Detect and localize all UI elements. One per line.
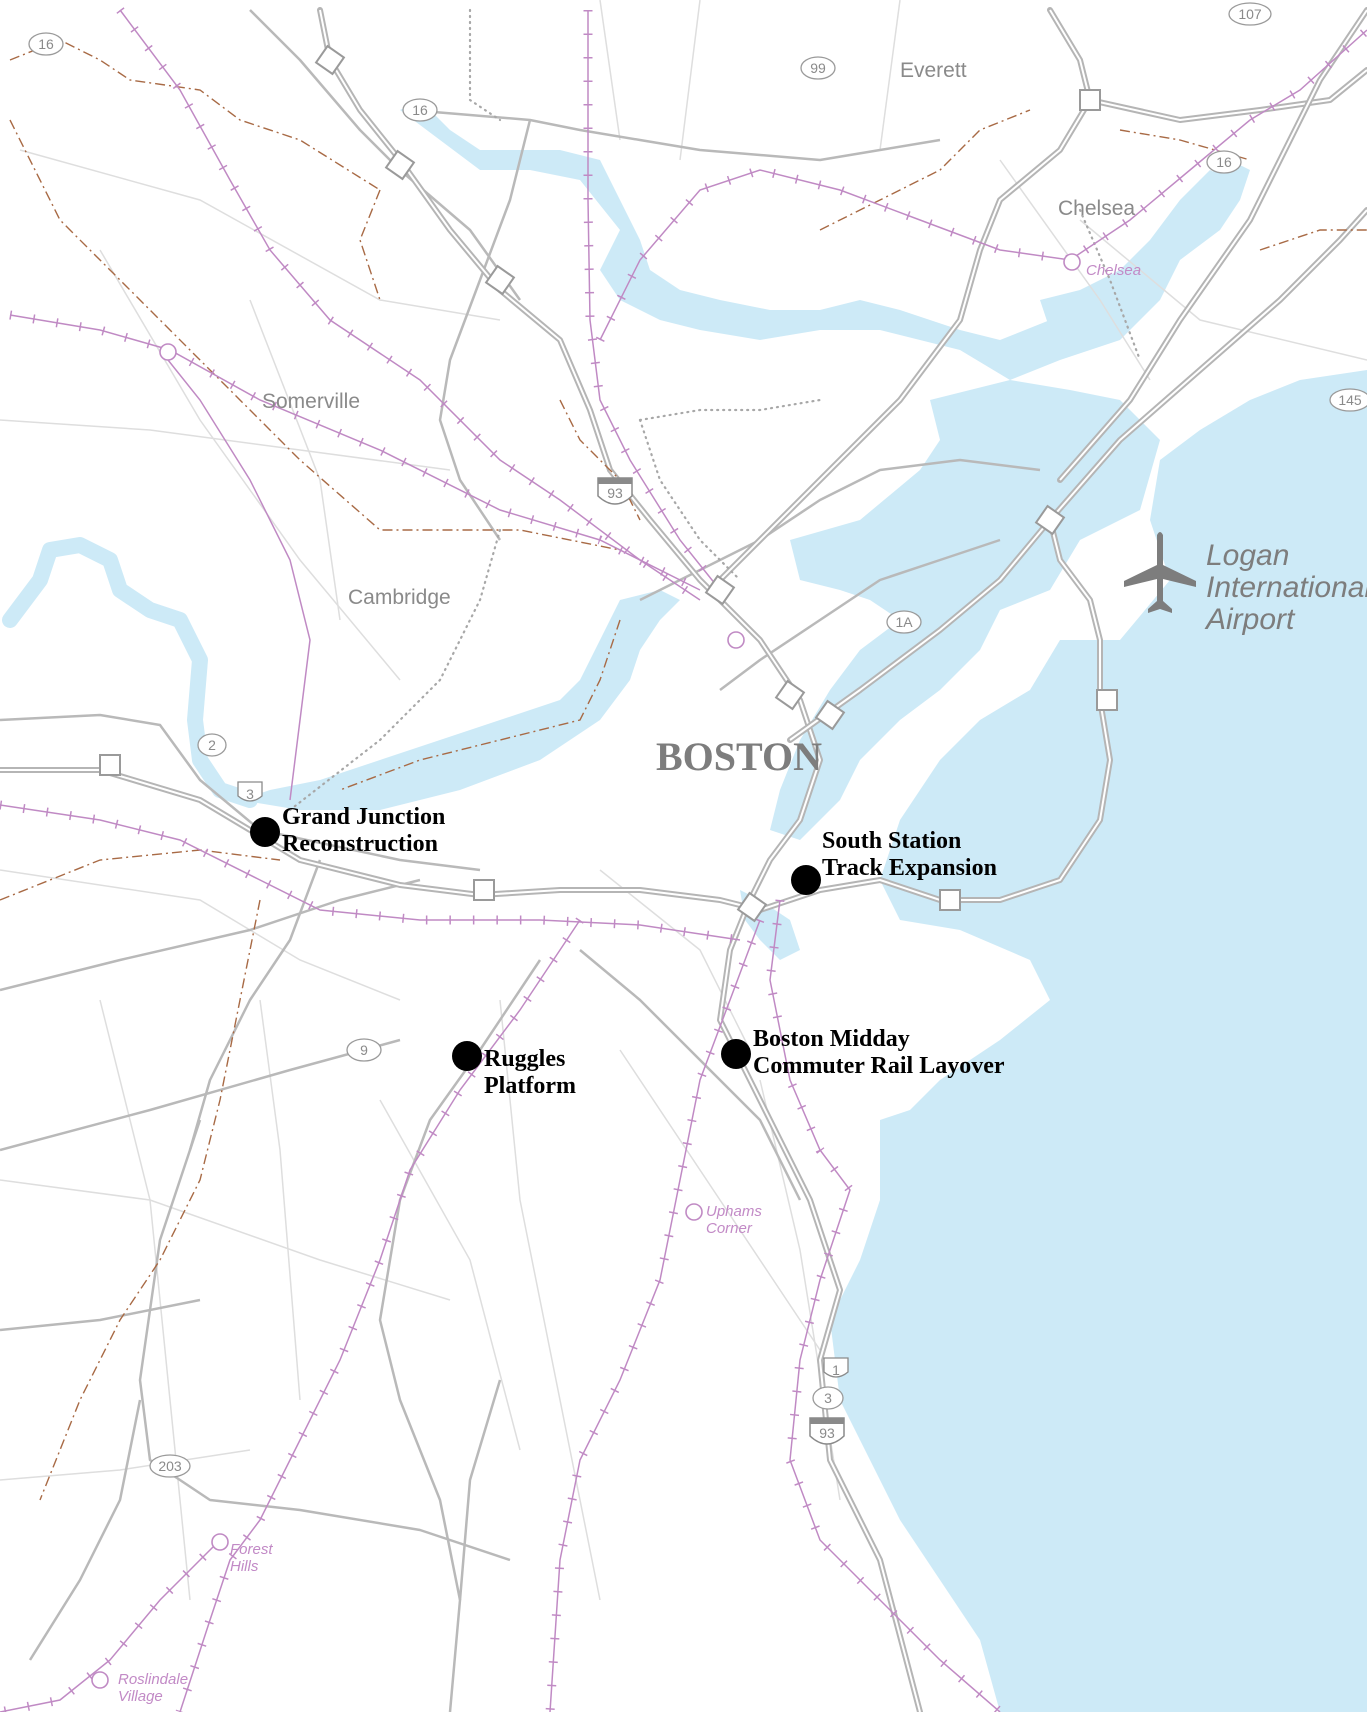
station-labels: Chelsea Uphams Corner Forest Hills Rosli… — [118, 262, 1141, 1705]
svg-text:3: 3 — [824, 1390, 832, 1406]
station-marker-roslindale — [91, 1671, 109, 1689]
svg-text:16: 16 — [38, 36, 54, 52]
airport-label-logan: Logan — [1206, 539, 1289, 572]
charles-river-basin — [240, 590, 680, 810]
project-marker[interactable] — [452, 1041, 482, 1071]
route-shield-2: 2 — [197, 733, 227, 757]
airport: Logan International Airport — [1124, 532, 1367, 636]
project-label-line1: Ruggles — [484, 1046, 565, 1072]
route-shield-99: 99 — [800, 56, 836, 80]
svg-text:2: 2 — [208, 737, 216, 753]
route-shield-16b: 16 — [402, 98, 438, 122]
project-label-line1: Boston Midday — [753, 1026, 910, 1052]
station-marker-north-station — [727, 631, 745, 649]
highways — [0, 7, 1367, 1712]
airport-label-international: International — [1206, 571, 1367, 604]
project-label-line1: Grand Junction — [282, 804, 445, 830]
route-shields: 16 16 16 99 107 145 93 93 — [28, 2, 1367, 1478]
airplane-icon — [1124, 532, 1196, 613]
project-south-station[interactable]: South Station Track Expansion — [791, 828, 997, 895]
station-label-hills: Hills — [230, 1558, 259, 1575]
town-label-somerville: Somerville — [262, 390, 360, 413]
svg-text:16: 16 — [1216, 154, 1232, 170]
route-shield-3b: 3 — [812, 1386, 844, 1410]
town-label-everett: Everett — [900, 59, 967, 82]
station-label-corner: Corner — [706, 1220, 753, 1237]
svg-text:99: 99 — [810, 60, 826, 76]
dotted-paths — [288, 8, 1142, 812]
route-shield-16c: 16 — [1206, 150, 1242, 174]
quincy-bay — [1000, 1400, 1367, 1712]
svg-text:93: 93 — [607, 485, 623, 501]
charles-river-upper — [2, 537, 258, 808]
project-marker[interactable] — [721, 1039, 751, 1069]
municipal-boundaries — [0, 39, 1367, 1501]
svg-text:1: 1 — [832, 1362, 840, 1378]
chelsea-creek — [1040, 170, 1230, 330]
mystic-river — [400, 100, 1250, 380]
route-shield-9: 9 — [346, 1038, 382, 1062]
station-marker-forest-hills — [211, 1533, 229, 1551]
town-label-cambridge: Cambridge — [348, 586, 451, 609]
town-label-chelsea: Chelsea — [1058, 197, 1135, 220]
svg-text:9: 9 — [360, 1042, 368, 1058]
svg-text:145: 145 — [1338, 392, 1362, 408]
svg-text:203: 203 — [158, 1458, 182, 1474]
project-midday-layover[interactable]: Boston Midday Commuter Rail Layover — [721, 1026, 1005, 1079]
interstate-shield-93b: 93 — [809, 1417, 845, 1445]
station-label-chelsea: Chelsea — [1086, 262, 1141, 279]
route-shield-16a: 16 — [28, 32, 64, 56]
interchanges — [99, 44, 1118, 923]
projects: Grand Junction Reconstruction South Stat… — [250, 804, 1005, 1099]
svg-text:16: 16 — [412, 102, 428, 118]
route-shield-1a: 1A — [886, 610, 922, 634]
project-label-line2: Commuter Rail Layover — [753, 1053, 1005, 1079]
boston-harbor — [830, 370, 1367, 1712]
station-marker-porter — [159, 343, 177, 361]
station-label-village: Village — [118, 1688, 163, 1705]
project-ruggles[interactable]: Ruggles Platform — [452, 1041, 576, 1099]
project-label-line2: Platform — [484, 1073, 576, 1099]
project-label-line2: Track Expansion — [822, 855, 997, 881]
rail-stations — [91, 253, 1081, 1689]
us-shield-3a: 3 — [237, 781, 263, 802]
project-label-line1: South Station — [822, 828, 961, 854]
project-marker[interactable] — [791, 865, 821, 895]
airport-label-airport: Airport — [1204, 603, 1296, 636]
svg-text:1A: 1A — [895, 614, 913, 630]
station-label-roslindale: Roslindale — [118, 1671, 188, 1688]
water-layer — [2, 100, 1367, 1712]
station-marker-uphams-corner — [685, 1203, 703, 1221]
svg-text:93: 93 — [819, 1425, 835, 1441]
route-shield-145: 145 — [1329, 388, 1367, 412]
route-shield-107: 107 — [1228, 2, 1272, 26]
city-label-boston: BOSTON — [656, 734, 822, 779]
interstate-shield-93a: 93 — [597, 477, 633, 505]
svg-text:107: 107 — [1238, 6, 1262, 22]
project-grand-junction[interactable]: Grand Junction Reconstruction — [250, 804, 445, 857]
station-label-forest: Forest — [230, 1541, 273, 1558]
station-marker-chelsea — [1063, 253, 1081, 271]
dorchester-bay — [830, 1080, 1160, 1440]
place-labels: Somerville Cambridge Everett Chelsea BOS… — [262, 59, 1135, 779]
svg-text:3: 3 — [246, 786, 254, 802]
route-shield-203: 203 — [149, 1454, 191, 1478]
project-marker[interactable] — [250, 817, 280, 847]
station-label-uphams: Uphams — [706, 1203, 762, 1220]
project-label-line2: Reconstruction — [282, 831, 438, 857]
us-shield-1: 1 — [823, 1357, 849, 1378]
